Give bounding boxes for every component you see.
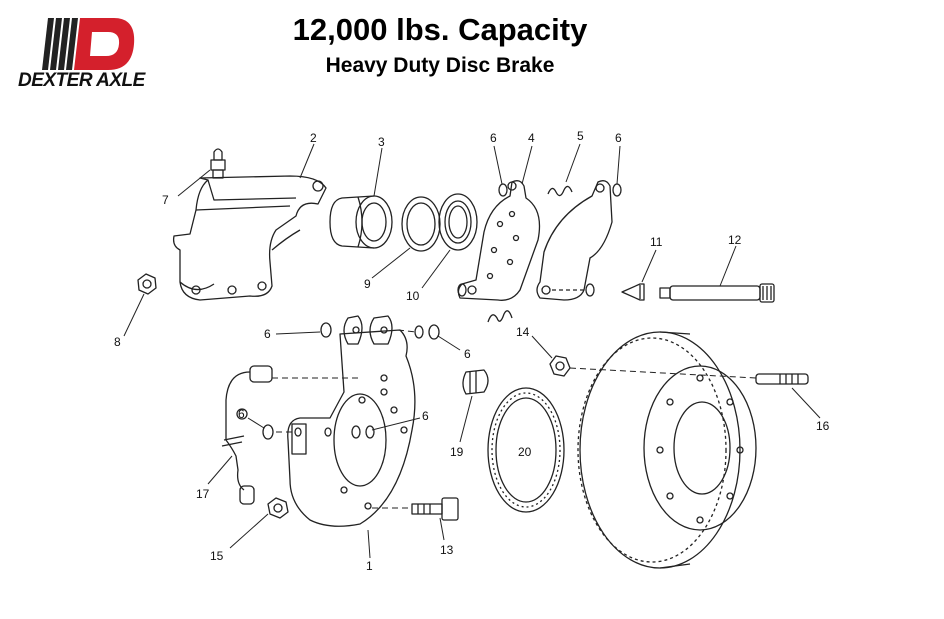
callout-6-mid-left: 6 <box>238 407 245 421</box>
part-washer-pad-bottom <box>457 283 467 297</box>
part-piston <box>329 195 393 249</box>
part-mounting-bolt <box>411 497 459 521</box>
part-washer-mid-left <box>262 424 274 440</box>
part-washer-top-left <box>498 183 508 197</box>
callout-12: 12 <box>728 233 742 247</box>
alignment-lines <box>272 329 757 509</box>
callout-17: 17 <box>196 487 210 501</box>
callout-6-row-left: 6 <box>264 327 271 341</box>
callout-10: 10 <box>406 289 420 303</box>
part-bleeder-screw <box>210 148 226 179</box>
part-inner-brake-pad <box>457 180 541 301</box>
part-nut-14 <box>549 355 571 377</box>
callout-6-bracket: 6 <box>422 409 429 423</box>
logo-stripes <box>42 18 78 70</box>
part-nut-8 <box>137 273 157 295</box>
callout-6-top-left: 6 <box>490 131 497 145</box>
callout-16: 16 <box>816 419 830 433</box>
callout-9: 9 <box>364 277 371 291</box>
callout-1: 1 <box>366 559 373 573</box>
logo-wordmark: DEXTER AXLE <box>18 70 145 91</box>
callout-20: 20 <box>518 445 532 459</box>
callout-5: 5 <box>577 129 584 143</box>
callout-4: 4 <box>528 131 535 145</box>
callout-6-row-right: 6 <box>464 347 471 361</box>
dexter-axle-logo <box>42 18 135 70</box>
part-outer-brake-pad <box>536 180 613 301</box>
page-title: 12,000 lbs. Capacity <box>292 12 588 47</box>
part-boot <box>438 193 478 251</box>
part-caliper-housing <box>172 175 327 301</box>
callout-19: 19 <box>450 445 464 459</box>
page-subtitle: Heavy Duty Disc Brake <box>325 54 555 77</box>
callout-8: 8 <box>114 335 121 349</box>
part-dust-cap <box>462 369 489 395</box>
part-seal <box>401 196 441 252</box>
part-washer-top-right <box>612 183 622 197</box>
callout-3: 3 <box>378 135 385 149</box>
part-wheel-stud <box>755 373 809 385</box>
callout-6-top-right: 6 <box>615 131 622 145</box>
callout-14: 14 <box>516 325 530 339</box>
leader-lines <box>123 143 821 559</box>
part-sensor-wire <box>221 365 273 505</box>
part-abs-tone-ring <box>487 387 565 513</box>
part-anti-rattle-springs <box>487 185 573 323</box>
callout-7: 7 <box>162 193 169 207</box>
callout-15: 15 <box>210 549 224 563</box>
part-bushings-row <box>320 315 440 345</box>
callout-2: 2 <box>310 131 317 145</box>
logo-d-mark <box>74 18 135 70</box>
part-guide-bolt <box>659 283 775 303</box>
callout-11: 11 <box>650 235 663 249</box>
part-anchor-bracket <box>287 329 416 527</box>
part-brake-rotor <box>577 331 757 569</box>
callout-13: 13 <box>440 543 454 557</box>
part-guide-pin-tip <box>621 283 645 301</box>
part-nut-15 <box>267 497 289 519</box>
